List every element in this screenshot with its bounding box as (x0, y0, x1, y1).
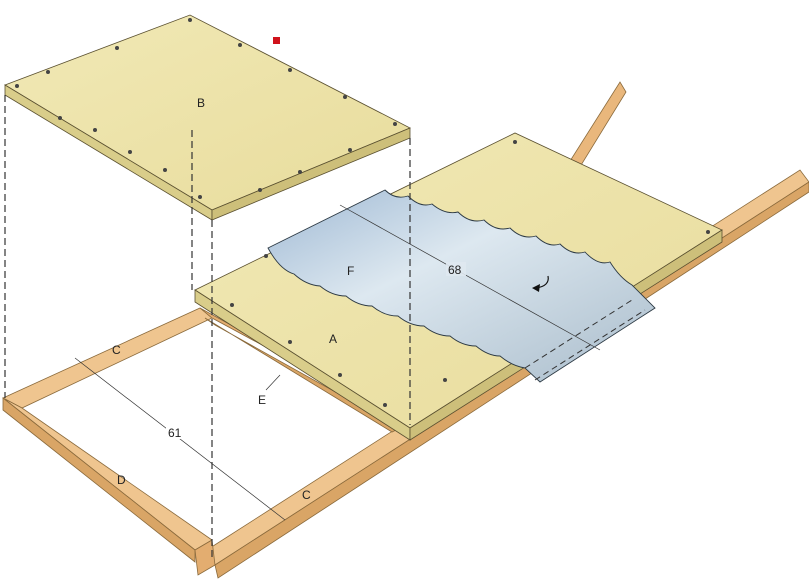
label-a: A (329, 332, 337, 346)
leader-e (265, 374, 281, 391)
label-61: 61 (168, 426, 182, 440)
label-e: E (258, 393, 266, 407)
red-marker (273, 37, 280, 44)
sheet-fold-dashes (524, 299, 646, 381)
dimension-line-68 (339, 204, 601, 351)
label-c-back: C (112, 343, 121, 357)
screw-holes (15, 18, 710, 407)
label-d: D (117, 473, 126, 487)
label-68: 68 (448, 263, 462, 277)
board-b (4, 14, 411, 221)
fold-arrow-head (532, 284, 540, 292)
sheet-f (267, 189, 656, 383)
alignment-lines (4, 95, 411, 560)
label-c-front: C (302, 488, 311, 502)
label-b: B (197, 96, 205, 110)
label-f: F (347, 264, 354, 278)
